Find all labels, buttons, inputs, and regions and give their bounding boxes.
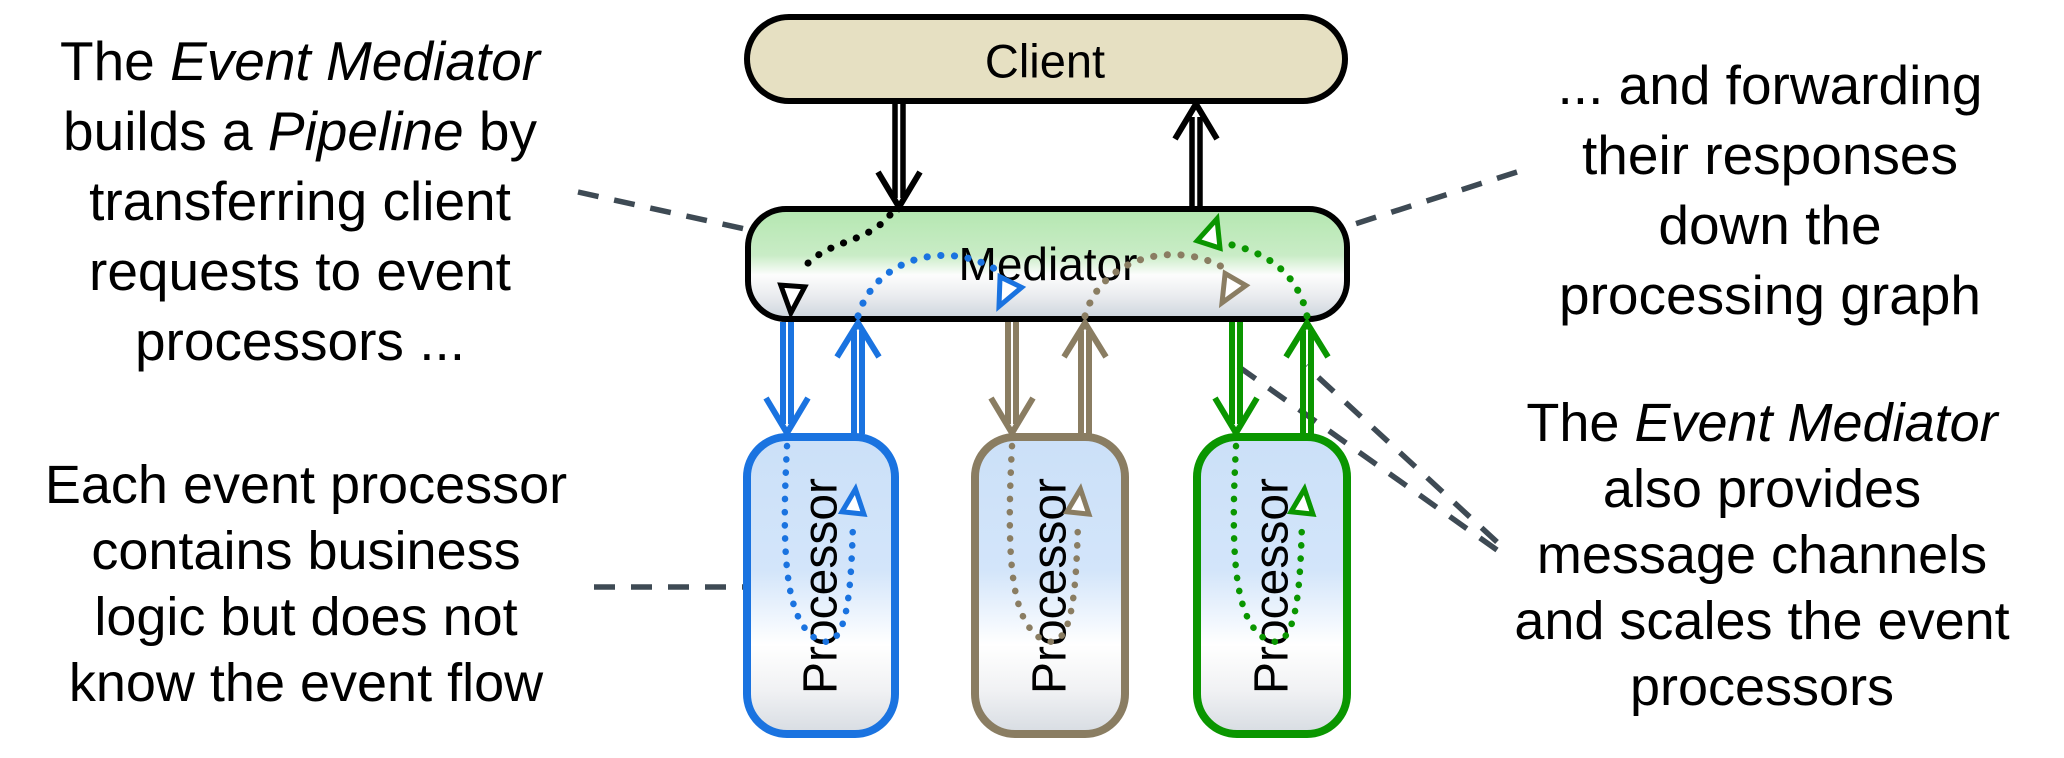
processor-1-route-arrowhead bbox=[837, 483, 868, 517]
mediator-client-response-arrow bbox=[1172, 98, 1220, 209]
request-arrow-shaft bbox=[892, 101, 906, 198]
annotation-line: message channels bbox=[1536, 525, 1988, 585]
channel-tan-down-head bbox=[988, 396, 1036, 439]
annotation-line: The Event Mediator bbox=[1526, 393, 1998, 453]
channel-green-down-shaft bbox=[1229, 322, 1243, 424]
channel-blue-up-head bbox=[834, 317, 882, 359]
leader-line-right-bottom-1 bbox=[1230, 359, 1499, 553]
annotation-line: ... and forwarding bbox=[1557, 54, 1983, 116]
channel-green-up-arrow bbox=[1283, 317, 1331, 434]
annotation-line: know the event flow bbox=[68, 653, 544, 713]
route-black-arrowhead bbox=[777, 282, 809, 320]
channel-tan-up-head bbox=[1061, 317, 1109, 359]
route-tan-dotted bbox=[1081, 251, 1228, 320]
client-label: Client bbox=[985, 35, 1105, 88]
channel-tan-down-shaft bbox=[1005, 322, 1019, 424]
annotation-line: Each event processor bbox=[44, 455, 568, 515]
annotation-line: processors bbox=[1629, 657, 1895, 717]
annotation-line: their responses bbox=[1581, 124, 1959, 186]
processor-1-label: Processor bbox=[795, 478, 848, 694]
response-arrow-shaft bbox=[1189, 117, 1203, 209]
response-arrow-head bbox=[1172, 98, 1220, 141]
client-mediator-request-arrow bbox=[875, 101, 923, 213]
annotation-line: transferring client bbox=[89, 170, 511, 232]
annotation-left-top: The Event Mediator builds a Pipeline by tr… bbox=[6, 26, 594, 376]
processor-3-route-arrowhead bbox=[1286, 483, 1317, 517]
annotation-line: and scales the event bbox=[1514, 591, 2010, 651]
annotation-line: also provides bbox=[1602, 459, 1922, 519]
mediator-route-heads bbox=[777, 212, 1251, 320]
annotation-line: logic but does not bbox=[94, 587, 518, 647]
route-green-arrowhead bbox=[1192, 212, 1223, 252]
route-black-dotted bbox=[796, 211, 894, 276]
channel-tan-up-arrow bbox=[1061, 317, 1109, 434]
channel-green-down-arrow bbox=[1212, 322, 1260, 439]
client-box: Client bbox=[744, 14, 1348, 104]
annotation-line: processors ... bbox=[134, 310, 466, 372]
processor-box-3: Processor bbox=[1193, 433, 1351, 738]
channel-tan-down-arrow bbox=[988, 322, 1036, 439]
client-box-shape bbox=[744, 14, 1348, 104]
mediator-box: Mediator bbox=[745, 206, 1350, 322]
mediator-box-shape bbox=[745, 206, 1350, 322]
annotation-right-top: ... and forwarding their responses down th… bbox=[1510, 50, 2030, 330]
annotation-line: down the bbox=[1658, 194, 1882, 256]
route-blue-dotted bbox=[854, 251, 1004, 320]
request-arrow-head bbox=[875, 170, 923, 213]
processor-box-2: Processor bbox=[971, 433, 1129, 738]
channel-blue-up-shaft bbox=[851, 331, 865, 434]
leader-line-right-bottom-2 bbox=[1304, 363, 1499, 545]
channel-green-down-head bbox=[1212, 396, 1260, 439]
route-green-dotted bbox=[1224, 240, 1311, 320]
annotation-line: requests to event bbox=[89, 240, 511, 302]
mediator-label: Mediator bbox=[959, 238, 1138, 290]
mediator-routes bbox=[796, 211, 1311, 320]
route-blue-arrowhead bbox=[996, 272, 1027, 312]
processor-box-1: Processor bbox=[743, 433, 899, 738]
channel-green-up-head bbox=[1283, 317, 1331, 359]
channel-blue-down-shaft bbox=[780, 322, 794, 424]
annotation-line: The Event Mediator bbox=[60, 30, 540, 92]
annotation-line: contains business bbox=[91, 521, 521, 581]
annotation-line: processing graph bbox=[1559, 264, 1981, 326]
channel-tan-up-shaft bbox=[1078, 331, 1092, 434]
processor-route-heads bbox=[837, 483, 1317, 517]
channel-blue-up-arrow bbox=[834, 317, 882, 434]
annotation-line: builds a Pipeline by bbox=[63, 100, 537, 162]
route-tan-arrowhead bbox=[1218, 269, 1251, 309]
channel-green-up-shaft bbox=[1300, 331, 1314, 434]
processor-2-route-arrowhead bbox=[1062, 483, 1093, 517]
